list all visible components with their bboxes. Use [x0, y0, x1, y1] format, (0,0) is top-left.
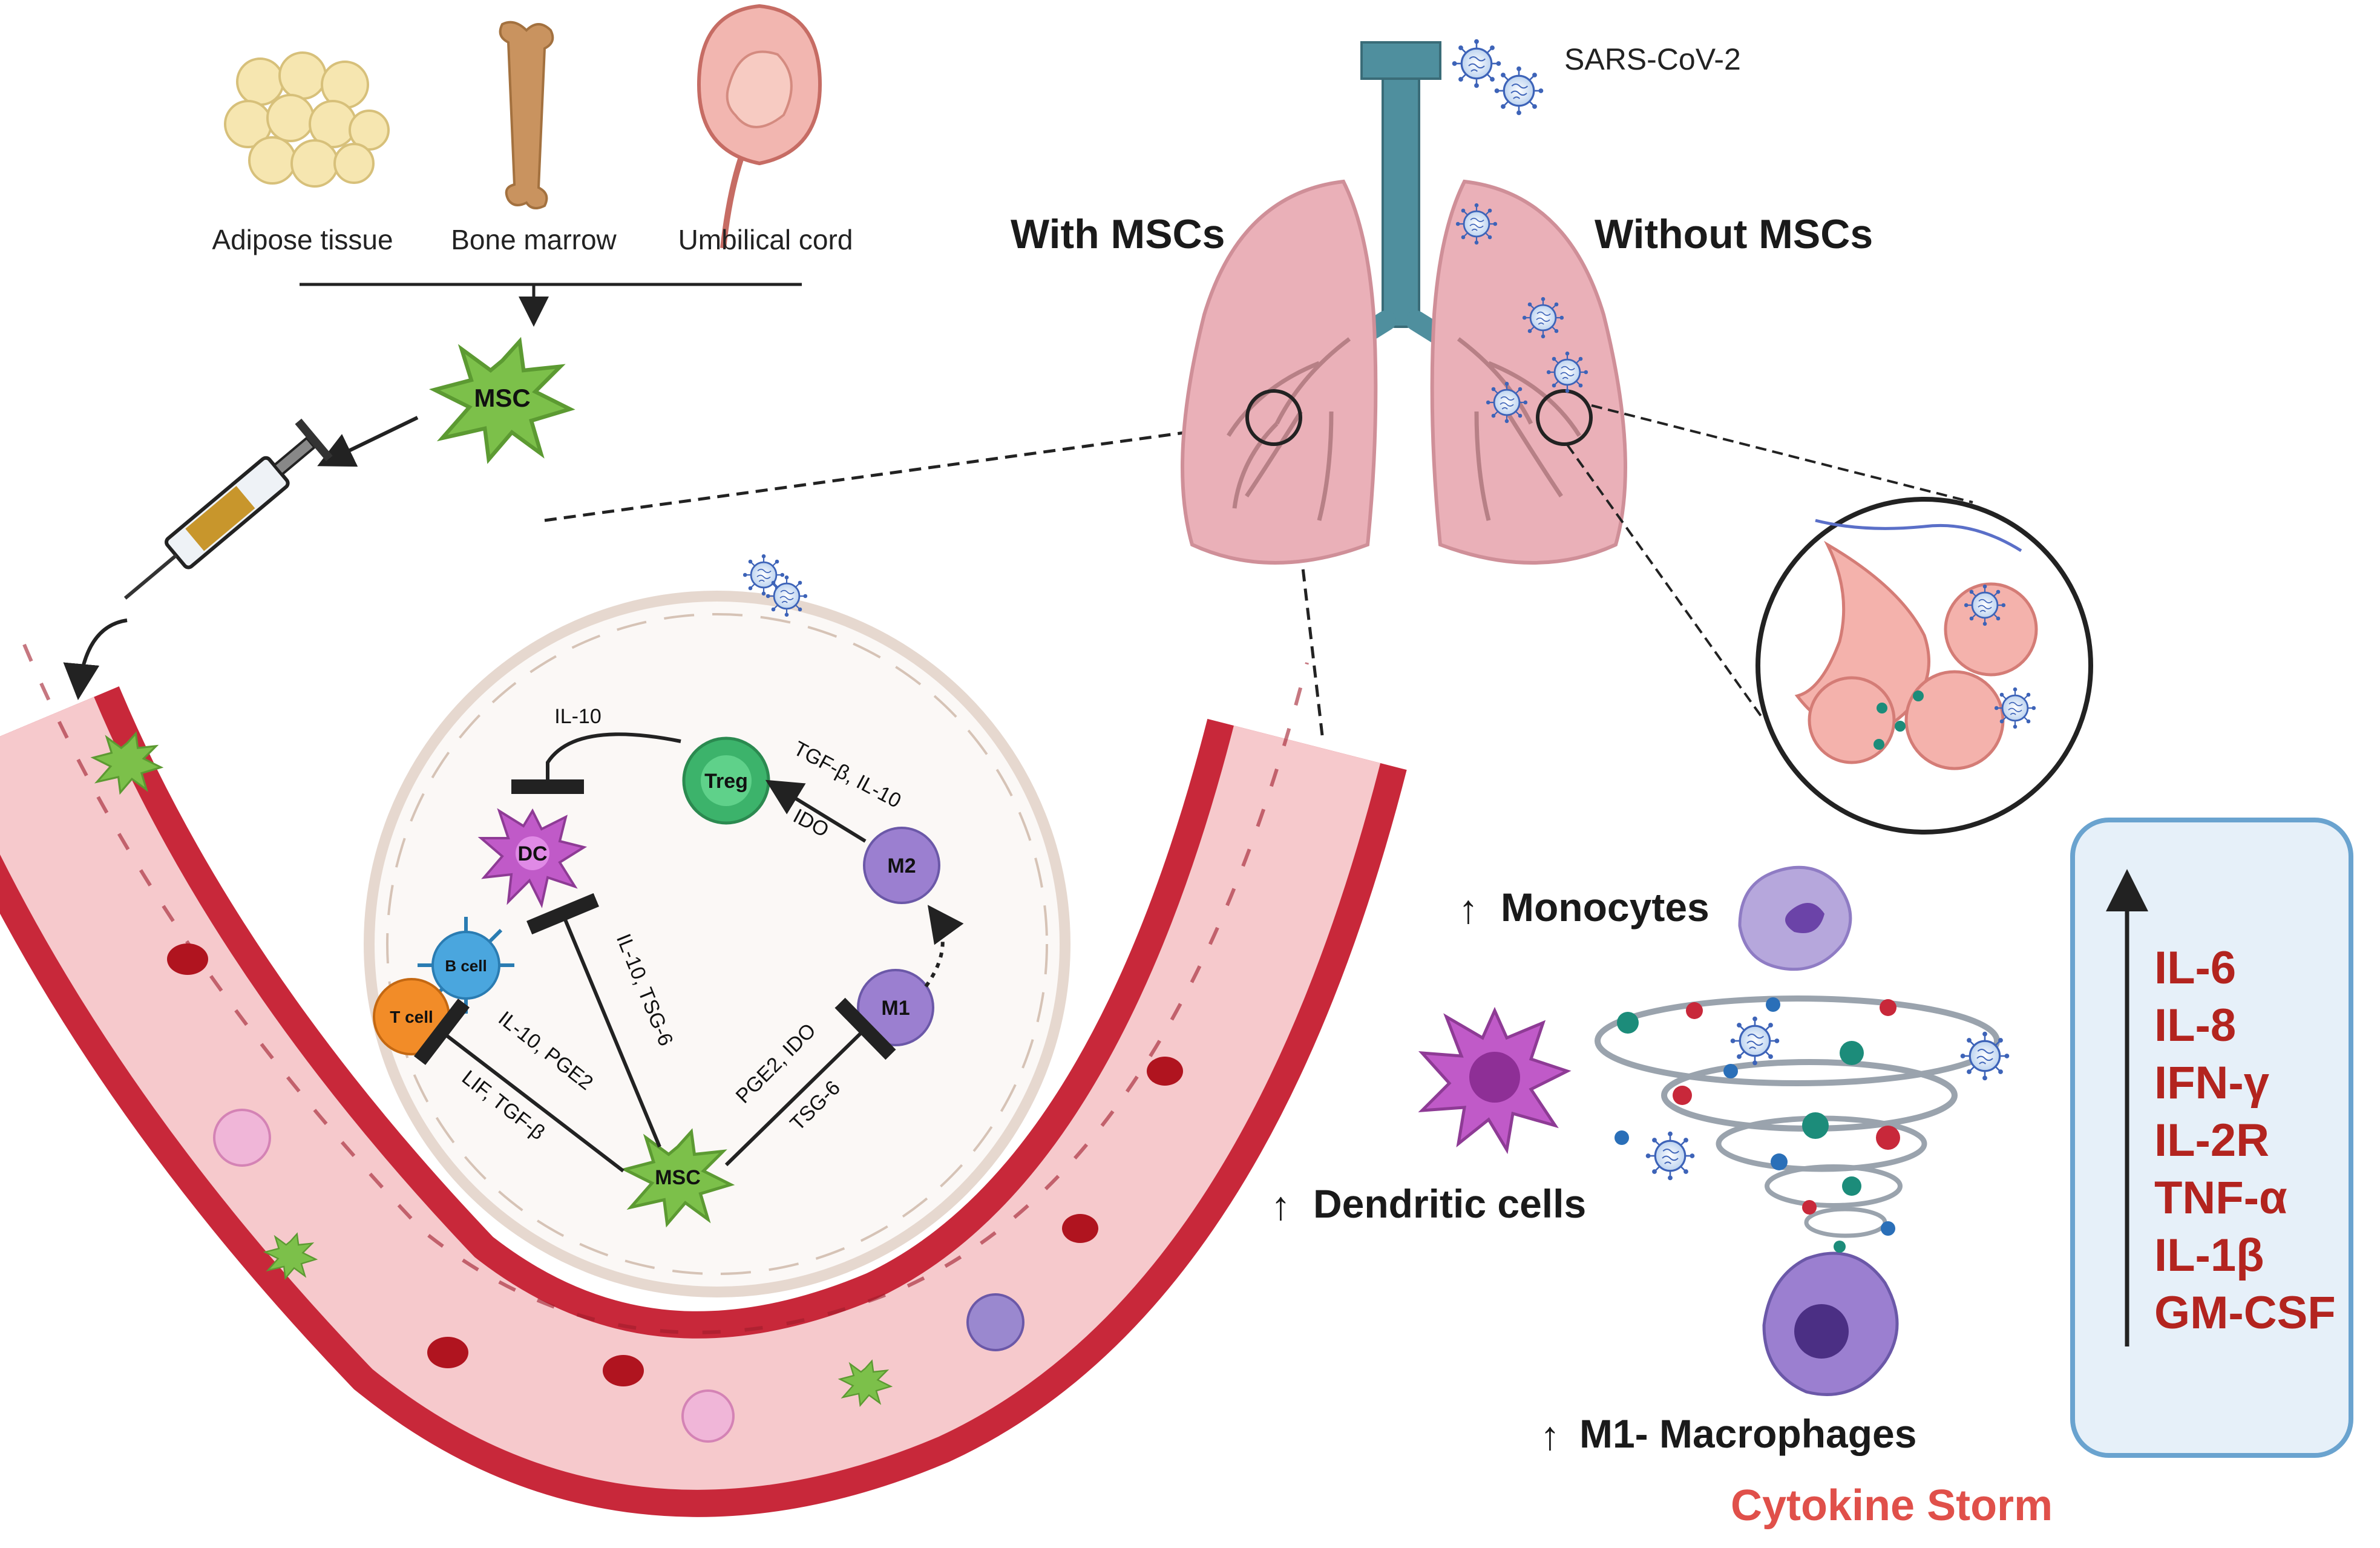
m1-macrophage-icon [1762, 1251, 1899, 1396]
label-dendritic: Dendritic cells [1313, 1181, 1586, 1226]
cytokine-1: IL-8 [2154, 1000, 2236, 1051]
zoom-line-right-b [1566, 444, 1765, 721]
sars-cov-2-icon [1451, 38, 1544, 116]
label-cytokine-storm: Cytokine Storm [1731, 1481, 2053, 1530]
label-with-mscs: With MSCs [1011, 211, 1225, 257]
cytokine-2: IFN-γ [2154, 1057, 2269, 1109]
label-msc-inner: MSC [655, 1166, 701, 1189]
dc-cell [477, 808, 588, 908]
cytokine-storm-swirl [1595, 995, 2010, 1253]
label-m1: M1 [881, 997, 910, 1020]
syringe-to-vessel-arrow [63, 618, 128, 700]
arrow-msc-dc [526, 893, 661, 1148]
msc-to-syringe-arrow [317, 416, 419, 467]
arrow-up-monocytes: ↑ [1458, 887, 1478, 931]
label-treg: Treg [704, 770, 748, 793]
label-bcell: B cell [445, 957, 487, 975]
arrow-treg-dc [511, 732, 681, 794]
arrow-up-dendritic: ↑ [1271, 1183, 1291, 1228]
m2-cell [863, 827, 940, 904]
source-umbilical [697, 4, 822, 249]
label-dc: DC [517, 842, 547, 865]
lung-left-focus [1245, 389, 1302, 446]
label-umbilical: Umbilical cord [678, 224, 853, 255]
source-bone [499, 21, 554, 209]
treg-cell [682, 736, 770, 825]
alveoli-zoom [1755, 497, 2093, 835]
cytokine-0: IL-6 [2154, 942, 2236, 994]
zoom-line-left [544, 425, 1229, 522]
zoom-line-right-a [1591, 404, 1973, 503]
label-without-mscs: Without MSCs [1595, 211, 1873, 257]
label-m2: M2 [887, 854, 916, 877]
lung-right-focus [1536, 389, 1593, 446]
cytokine-3: IL-2R [2154, 1115, 2269, 1166]
lung-right [1430, 179, 1627, 565]
arrow-msc-tcell [413, 999, 625, 1173]
vessel-cells [92, 732, 1183, 1443]
monocyte-icon [1738, 865, 1852, 971]
label-m1-macrophages: M1- Macrophages [1579, 1411, 1916, 1456]
mediator-il10-top: IL-10 [554, 705, 602, 728]
cytokine-5: IL-1β [2154, 1230, 2264, 1281]
label-monocytes: Monocytes [1501, 885, 1710, 930]
syringe-icon [123, 418, 333, 600]
arrow-m1-m2 [924, 905, 964, 988]
label-bone-marrow: Bone marrow [451, 224, 617, 255]
cytokine-list: IL-6 IL-8 IFN-γ IL-2R TNF-α IL-1β GM-CSF [2154, 942, 2336, 1339]
alveolus [364, 591, 1070, 1297]
arrow-m2-treg [765, 779, 867, 843]
arrow-msc-m1 [724, 997, 896, 1167]
label-msc-top: MSC [474, 384, 530, 412]
blood-vessel [0, 643, 1407, 1517]
cytokine-4: TNF-α [2154, 1172, 2287, 1224]
dendritic-cell-icon [1418, 1006, 1572, 1155]
label-sars-cov-2: SARS-CoV-2 [1564, 42, 1741, 76]
label-tcell: T cell [390, 1008, 433, 1026]
source-adipose [224, 51, 390, 188]
cytokine-6: GM-CSF [2154, 1287, 2336, 1339]
cytokine-box [2070, 818, 2353, 1458]
label-adipose: Adipose tissue [212, 224, 393, 255]
arrow-up-m1: ↑ [1540, 1413, 1560, 1458]
